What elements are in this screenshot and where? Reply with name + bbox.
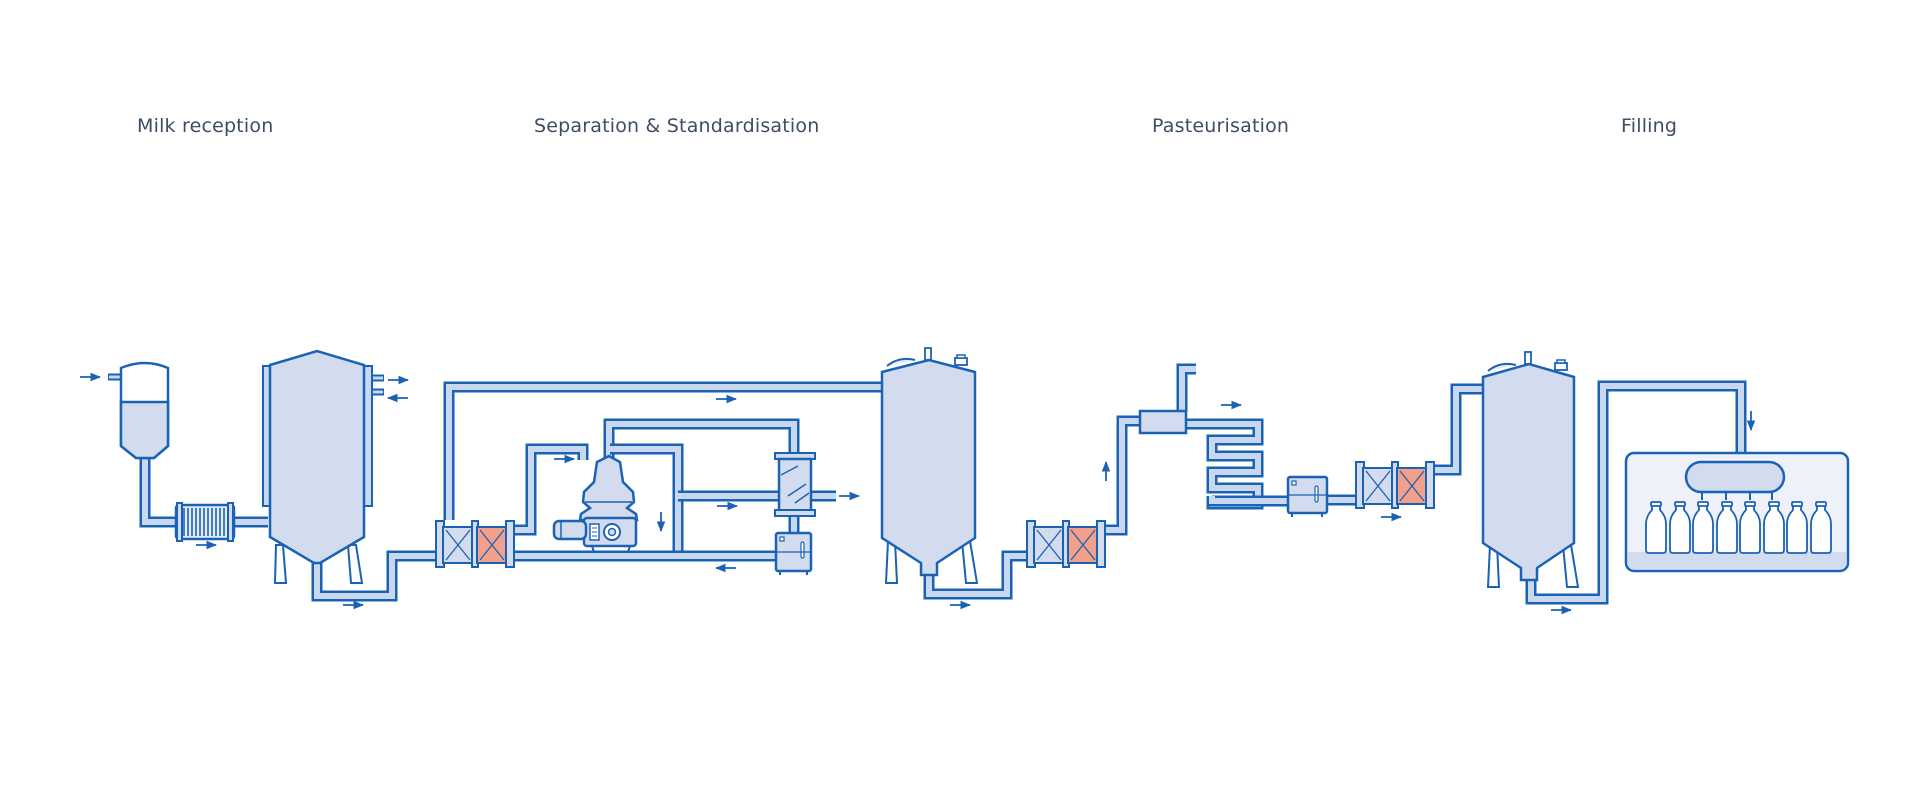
bottle-icon bbox=[1786, 504, 1808, 554]
stage-label-separation: Separation & Standardisation bbox=[534, 115, 820, 137]
bottle-icon bbox=[1716, 504, 1738, 554]
pasteuriser-plate-heat-exchanger bbox=[1026, 520, 1106, 568]
filling-machine bbox=[1624, 451, 1850, 573]
flow-arrows bbox=[80, 372, 1756, 615]
centrifugal-separator bbox=[552, 454, 639, 553]
reception-buffer-tank bbox=[108, 361, 170, 460]
bottle-icon bbox=[1669, 504, 1691, 554]
standardisation-pump bbox=[774, 531, 813, 575]
bottle-icon bbox=[1692, 504, 1714, 554]
pipe-storage-to-pasteuriser bbox=[923, 550, 1033, 600]
booster-pump bbox=[1286, 475, 1329, 517]
bottle-icon bbox=[1645, 504, 1667, 554]
pipe-silo-to-regenerator bbox=[311, 550, 437, 602]
pipe-buffer-to-heat-exchanger bbox=[139, 450, 178, 528]
pipe-network bbox=[139, 363, 1747, 605]
raw-milk-silo bbox=[262, 349, 384, 584]
intermediate-storage-tank bbox=[880, 347, 979, 584]
bottle-icon bbox=[1739, 504, 1761, 554]
pipe-holding-coil bbox=[1182, 418, 1264, 510]
stage-label-pasteurisation: Pasteurisation bbox=[1152, 115, 1290, 137]
standardisation-unit bbox=[774, 452, 816, 517]
regenerative-plate-heat-exchanger-1 bbox=[435, 520, 515, 568]
stage-label-filling: Filling bbox=[1621, 115, 1678, 137]
flow-diversion-valve bbox=[1138, 409, 1188, 435]
stage-label-milk-reception: Milk reception bbox=[137, 115, 274, 137]
pipe-to-separator bbox=[509, 443, 589, 536]
filling-buffer-tank bbox=[1481, 351, 1580, 588]
bottle-icon bbox=[1763, 504, 1785, 554]
bottle-icon bbox=[1810, 504, 1832, 554]
tubular-heat-exchanger bbox=[174, 502, 236, 542]
cooling-plate-heat-exchanger bbox=[1355, 461, 1435, 509]
